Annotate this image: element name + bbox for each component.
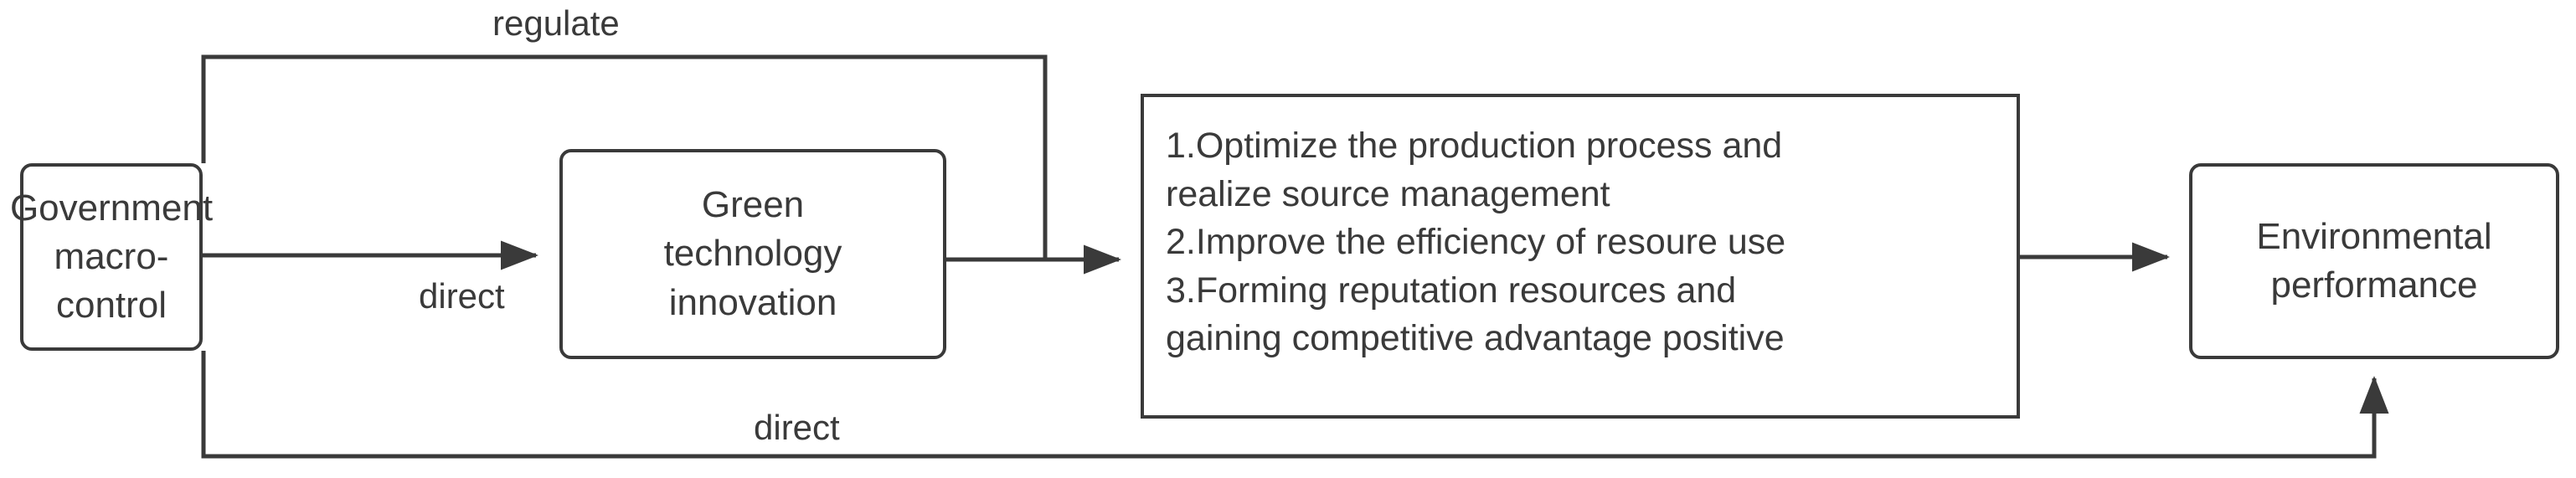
node-environmental-performance[interactable]: Environmental performance xyxy=(2189,163,2559,359)
node-environmental-label: Environmental performance xyxy=(2256,215,2492,306)
node-green-tech-label: Green technology innovation xyxy=(663,184,842,323)
node-government-label: Government macro-control xyxy=(9,187,214,326)
edge-gov-direct-environmental-path xyxy=(201,351,2389,459)
edge-label-regulate: regulate xyxy=(492,3,620,43)
node-green-technology-innovation[interactable]: Green technology innovation xyxy=(559,149,946,359)
edge-label-direct-government-to-green: direct xyxy=(419,276,505,316)
node-government-macro-control[interactable]: Government macro-control xyxy=(10,163,213,351)
edge-regulate-path xyxy=(201,54,1048,260)
node-mechanisms-label: 1.Optimize the production process and re… xyxy=(1166,126,1786,359)
node-mechanisms-list[interactable]: 1.Optimize the production process and re… xyxy=(1141,94,2020,419)
edge-label-direct-government-to-environmental: direct xyxy=(754,408,840,447)
